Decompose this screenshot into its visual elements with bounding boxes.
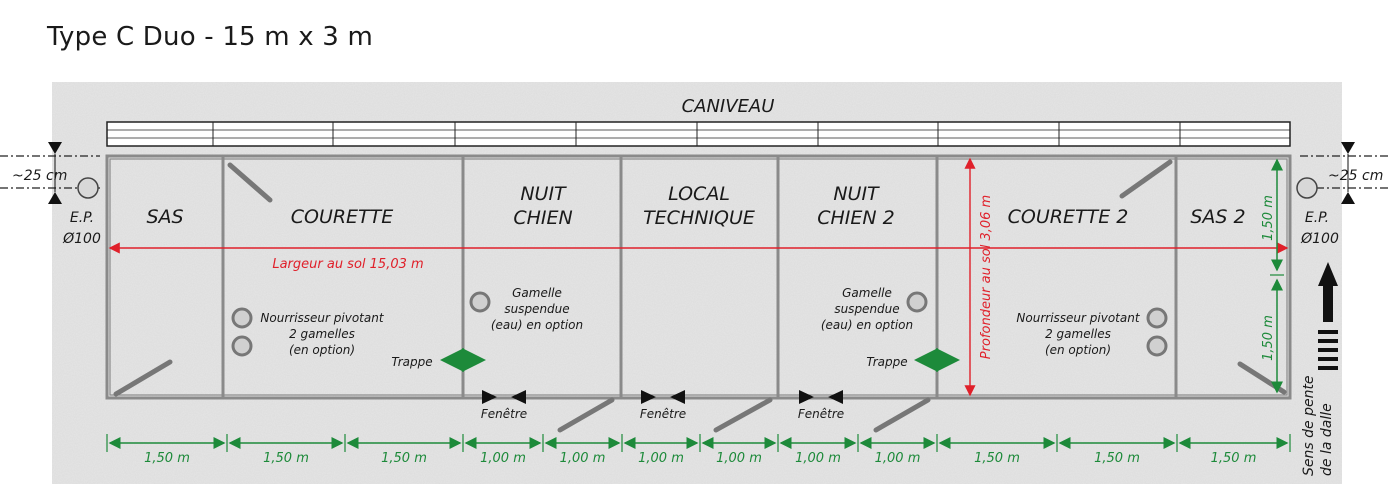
pente-line1: Sens de pente	[1301, 375, 1317, 476]
ep-right-line1: E.P.	[1305, 210, 1329, 226]
bottom-dim-label: 1,50 m	[144, 451, 190, 466]
bottom-dim-label: 1,00 m	[795, 451, 841, 466]
room-courette: COURETTE	[291, 206, 394, 228]
bottom-dim-label: 1,50 m	[1211, 451, 1257, 466]
ground-texture	[52, 82, 1342, 484]
room-nuit-chien-2-l2: CHIEN 2	[817, 207, 895, 229]
room-sas-2: SAS 2	[1190, 206, 1245, 228]
caniveau-label: CANIVEAU	[682, 96, 775, 117]
gamelle-right-line3: (eau) en option	[821, 318, 913, 332]
side-dimensions	[1270, 158, 1284, 394]
door-nuit-chien	[557, 397, 615, 433]
feeder-left	[231, 307, 253, 357]
page-title: Type C Duo - 15 m x 3 m	[47, 22, 374, 52]
gamelle-right-line1: Gamelle	[842, 286, 892, 300]
slope-arrow-icon	[1318, 262, 1338, 370]
bottom-dim-label: 1,50 m	[1094, 451, 1140, 466]
trappe-left-label: Trappe	[391, 355, 432, 369]
ep-right-line2: Ø100	[1300, 231, 1339, 247]
bottom-dim-label: 1,50 m	[974, 451, 1020, 466]
door-courette	[227, 162, 273, 203]
ep-left-line2: Ø100	[62, 231, 101, 247]
profondeur-label: Profondeur au sol 3,06 m	[979, 195, 994, 359]
room-nuit-chien-l1: NUIT	[520, 183, 567, 205]
door-local-technique	[713, 397, 773, 433]
door-sas	[113, 359, 173, 397]
door-nuit-chien-2	[873, 397, 931, 433]
ep-left-line1: E.P.	[70, 210, 94, 226]
pente-line2: de la dalle	[1319, 403, 1335, 476]
bottom-dim-label: 1,00 m	[638, 451, 684, 466]
feeder-right-line3: (en option)	[1045, 343, 1111, 357]
bottom-dim-label: 1,00 m	[875, 451, 921, 466]
offset-left-label: ~25 cm	[12, 168, 67, 184]
bottom-dim-label: 1,00 m	[716, 451, 762, 466]
feeder-left-line3: (en option)	[289, 343, 355, 357]
caniveau-gutter	[106, 121, 1291, 147]
window-markers	[482, 390, 843, 404]
side-dim-lower: 1,50 m	[1261, 315, 1276, 361]
feeder-right	[1146, 307, 1168, 357]
fenetre-label-1: Fenêtre	[481, 407, 527, 421]
bottom-dim-label: 1,50 m	[263, 451, 309, 466]
gamelle-left-line3: (eau) en option	[491, 318, 583, 332]
feeder-right-line2: 2 gamelles	[1045, 327, 1111, 341]
feeder-left-line2: 2 gamelles	[289, 327, 355, 341]
largeur-label: Largeur au sol 15,03 m	[272, 257, 423, 272]
bottom-dim-label: 1,00 m	[480, 451, 526, 466]
bottom-dim-label: 1,00 m	[560, 451, 606, 466]
wall-inner-lines	[109, 158, 1288, 396]
gamelle-right-line2: suspendue	[834, 302, 899, 316]
trappe-right-label: Trappe	[866, 355, 907, 369]
room-nuit-chien-l2: CHIEN	[513, 207, 572, 229]
gamelle-left-line2: suspendue	[504, 302, 569, 316]
bottom-dim-label: 1,50 m	[381, 451, 427, 466]
door-courette-2	[1119, 159, 1173, 199]
bottom-dimension-chain: 1,50 m 1,50 m 1,50 m 1,00 m 1,00 m 1,00 m 1,00…	[106, 434, 1291, 466]
room-local-technique-l2: TECHNIQUE	[643, 207, 755, 229]
gamelle-left-icon	[469, 291, 491, 313]
room-labels: SAS COURETTE NUIT CHIEN LOCAL TECHNIQUE …	[146, 183, 1245, 229]
room-sas: SAS	[146, 206, 183, 228]
side-dim-upper: 1,50 m	[1261, 195, 1276, 241]
door-swings	[113, 159, 1287, 433]
gamelle-left-line1: Gamelle	[512, 286, 562, 300]
room-local-technique-l1: LOCAL	[668, 183, 730, 205]
offset-right-label: ~25 cm	[1328, 168, 1383, 184]
offset-marker-right	[1296, 142, 1390, 204]
offset-marker-left	[0, 142, 100, 204]
fenetre-label-3: Fenêtre	[798, 407, 844, 421]
gamelle-right-icon	[906, 291, 928, 313]
feeder-left-line1: Nourrisseur pivotant	[260, 311, 384, 325]
room-nuit-chien-2-l1: NUIT	[833, 183, 880, 205]
fenetre-label-2: Fenêtre	[640, 407, 686, 421]
room-courette-2: COURETTE 2	[1008, 206, 1129, 228]
feeder-right-line1: Nourrisseur pivotant	[1016, 311, 1140, 325]
